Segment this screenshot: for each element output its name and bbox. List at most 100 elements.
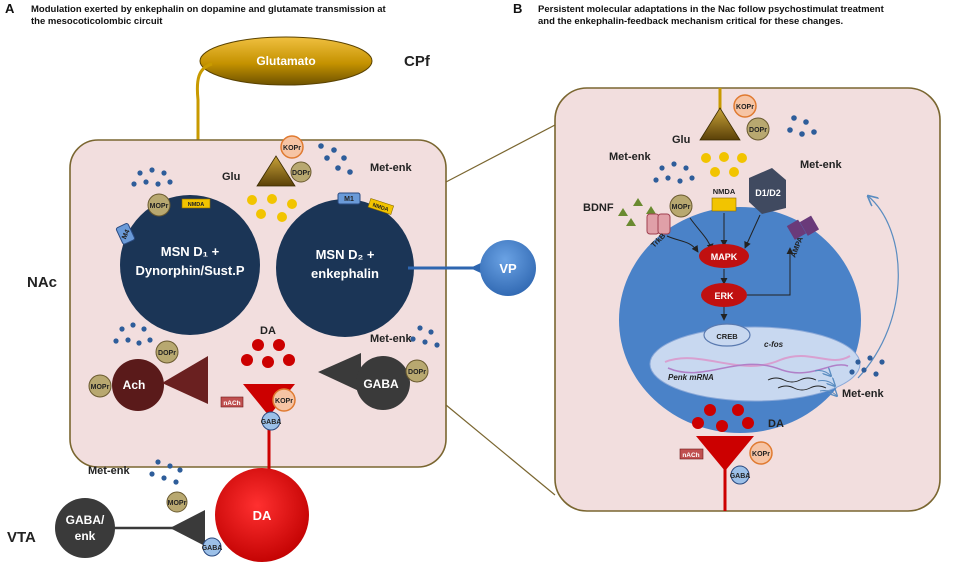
dopr-receptor-ach [155, 340, 179, 364]
met-enk-dots-b-top [787, 115, 817, 137]
m1-label: M1 [344, 196, 354, 203]
nmda-label-b: NMDA [713, 187, 736, 196]
mopr-receptor-d1 [147, 193, 171, 217]
mopr-label-d1: MOPr [150, 203, 169, 210]
nmda-receptor-b [711, 197, 737, 212]
dopr-label: DOPr [292, 170, 310, 177]
creb-node [703, 323, 751, 347]
trkb-receptor-1 [646, 213, 660, 235]
met-enk-dots-top [318, 143, 353, 175]
msn-d1-line2: Dynorphin/Sust.P [135, 263, 244, 278]
panel-a: A Modulation exerted by enkephalin on do… [5, 1, 536, 562]
met-enk-label-b-left: Met-enk [609, 151, 651, 163]
dopamine-dots-a [241, 339, 295, 368]
bdnf-label: BDNF [583, 202, 614, 214]
d1d2-receptor [749, 168, 786, 214]
da-label-vta: DA [253, 508, 272, 523]
erk-node [701, 283, 747, 307]
vta-label: VTA [7, 529, 36, 546]
mopr-label-vta: MOPr [168, 500, 187, 507]
ach-label: Ach [123, 378, 146, 392]
gaba-receptor-label-da-a: GABA [261, 419, 282, 426]
release-arrow-1 [814, 371, 831, 376]
arrow-trkb-mapk [666, 235, 699, 253]
msn-d1-line1: MSN D₁ + [161, 244, 220, 259]
arrow-d1d2-mapk [744, 214, 761, 249]
dopr-receptor [290, 161, 312, 183]
msn-d2-line2: enkephalin [311, 266, 379, 281]
panel-a-letter: A [5, 1, 15, 16]
nmda-receptor-d1 [181, 198, 211, 209]
gaba-cell [356, 356, 410, 410]
ampa-receptor-1 [786, 219, 807, 240]
met-enk-label-gaba: Met-enk [370, 333, 412, 345]
kopr-receptor-b [733, 94, 757, 118]
release-arrow-3 [819, 391, 837, 396]
kopr-label-b: KOPr [736, 104, 754, 111]
glutamato-ellipse [199, 36, 373, 86]
gaba-enk-cell [55, 498, 115, 558]
met-enk-label-top: Met-enk [370, 162, 412, 174]
gaba-receptor-label-da-b: GABA [730, 473, 751, 480]
nach-receptor-b [679, 448, 704, 460]
creb-label: CREB [716, 332, 738, 341]
gaba-receptor-vta [202, 537, 222, 557]
panel-b-letter: B [513, 1, 522, 16]
met-enk-dots-b-left [653, 161, 695, 184]
glu-label-b: Glu [672, 134, 690, 146]
mopr-receptor-b [669, 194, 693, 218]
penk-label: Penk mRNA [668, 373, 714, 382]
panel-b-title-line1: Persistent molecular adaptations in the … [538, 4, 885, 15]
m4-label: M4 [121, 229, 131, 241]
dopr-receptor-b [746, 117, 770, 141]
kopr-receptor-da-a [272, 388, 296, 412]
cpf-label: CPf [404, 53, 431, 70]
da-terminal-b [696, 436, 754, 471]
kopr-receptor [280, 135, 304, 159]
glutamate-dots-b [701, 152, 747, 177]
ach-terminal [162, 356, 208, 404]
nac-label: NAc [27, 274, 57, 291]
gaba-receptor-label-vta: GABA [202, 545, 223, 552]
release-arrow-2 [817, 381, 835, 386]
da-label-b: DA [768, 418, 784, 430]
erk-label: ERK [714, 291, 734, 301]
kopr-label-da-b: KOPr [752, 451, 770, 458]
gaba-enk-line2: enk [75, 529, 96, 543]
nmda-receptor-d2 [367, 198, 395, 215]
dopr-label-gaba: DOPr [408, 369, 426, 376]
vp-cell [480, 240, 536, 296]
panel-b-title-line2: and the enkephalin-feedback mechanism cr… [538, 16, 843, 27]
nmda-label-d1: NMDA [188, 202, 205, 208]
kopr-label: KOPr [283, 145, 301, 152]
kopr-label-da-a: KOPr [275, 398, 293, 405]
mapk-node [699, 244, 749, 268]
glutamate-dots [247, 194, 297, 222]
bdnf-triangles [618, 198, 656, 226]
dopamine-dots-b [692, 404, 754, 432]
met-enk-dots-gaba [410, 325, 440, 348]
dopr-label-b: DOPr [749, 127, 767, 134]
mrna-wave-2 [777, 385, 827, 391]
nach-receptor-a [220, 396, 244, 408]
zoom-line-bottom [445, 404, 556, 496]
glu-terminal [256, 155, 296, 187]
kopr-receptor-da-b [749, 441, 773, 465]
dopr-receptor-gaba [405, 359, 429, 383]
ach-cell [112, 359, 164, 411]
glu-terminal-b [699, 107, 741, 141]
met-enk-dots-ach [113, 322, 153, 346]
trkb-receptor-2 [657, 213, 671, 235]
met-enk-label-vta: Met-enk [88, 465, 130, 477]
nach-label-a: nACh [223, 400, 240, 407]
msn-d1-cell [120, 195, 260, 335]
mopr-label-b: MOPr [672, 204, 691, 211]
panel-b: B Persistent molecular adaptations in th… [513, 1, 941, 512]
met-enk-label-b-bottom: Met-enk [842, 388, 884, 400]
cfos-label: c-fos [764, 340, 784, 349]
mopr-label-ach: MOPr [91, 384, 110, 391]
gaba-enk-line1: GABA/ [66, 513, 105, 527]
mapk-label: MAPK [711, 252, 738, 262]
feedback-arrow [857, 196, 899, 379]
